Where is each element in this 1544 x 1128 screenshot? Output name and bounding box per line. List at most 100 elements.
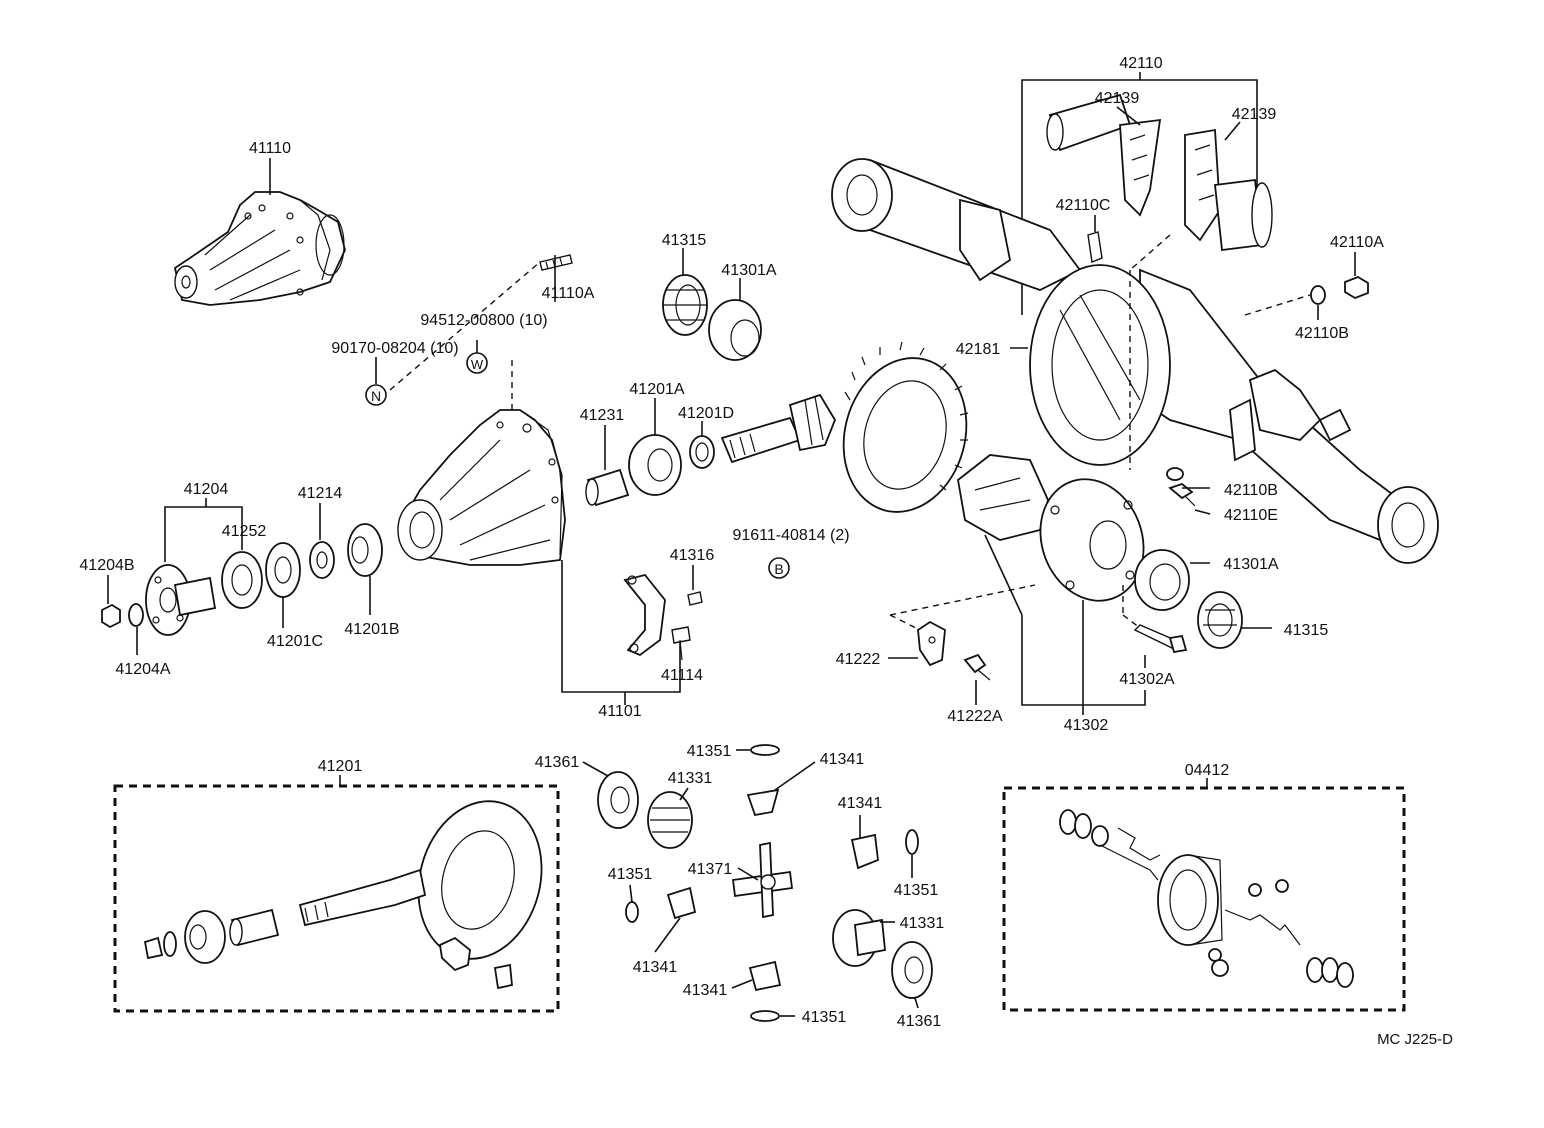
label-42110: 42110 bbox=[1119, 55, 1162, 72]
pinion-washer-drawing-41351-a bbox=[750, 744, 780, 756]
label-41331-left: 41331 bbox=[668, 770, 713, 787]
part-labels: 41110 41110A 94512-00800 (10) 90170-0820… bbox=[79, 55, 1453, 1048]
label-41110: 41110 bbox=[249, 140, 291, 157]
label-41341-b: 41341 bbox=[838, 795, 883, 812]
label-91611: 91611-40814 (2) bbox=[732, 527, 849, 544]
label-41361-left: 41361 bbox=[535, 754, 580, 771]
pinion-washer-drawing-41351-c bbox=[625, 901, 639, 923]
label-41331-right: 41331 bbox=[900, 915, 945, 932]
differential-housing-drawing bbox=[397, 409, 566, 566]
label-42110C: 42110C bbox=[1056, 197, 1111, 214]
lock-plate-drawing-41222 bbox=[917, 620, 946, 667]
label-41204: 41204 bbox=[184, 481, 229, 498]
label-42139-right: 42139 bbox=[1232, 106, 1277, 123]
label-41351-c: 41351 bbox=[894, 882, 939, 899]
label-41201A: 41201A bbox=[629, 381, 684, 398]
bolt-drawing-41302A bbox=[1133, 624, 1188, 654]
bearing-drawing-41201C bbox=[265, 542, 301, 598]
nut-drawing-41204B bbox=[101, 603, 121, 629]
label-41201B: 41201B bbox=[344, 621, 399, 638]
label-41315-mid: 41315 bbox=[1284, 622, 1329, 639]
label-42110B-mid: 42110B bbox=[1224, 482, 1278, 499]
bearing-cup-drawing-top bbox=[708, 299, 762, 361]
pinion-gear-drawing-41341-a bbox=[746, 788, 780, 817]
label-42110A: 42110A bbox=[1330, 234, 1384, 251]
label-41101: 41101 bbox=[598, 703, 641, 720]
bracket-drawing-42139-right bbox=[1184, 128, 1273, 252]
label-41231: 41231 bbox=[580, 407, 625, 424]
label-41110A: 41110A bbox=[542, 285, 595, 302]
pinion-gear-drawing-41341-c bbox=[666, 886, 697, 920]
label-41302: 41302 bbox=[1064, 717, 1109, 734]
svg-text:N: N bbox=[371, 388, 381, 404]
adjusting-lock-drawing bbox=[687, 591, 703, 606]
washer-drawing-42110B-mid bbox=[1166, 467, 1184, 481]
drive-pinion-drawing bbox=[720, 393, 837, 464]
bracket-drawing-42139-left bbox=[1046, 93, 1162, 217]
label-42139-left: 42139 bbox=[1095, 90, 1140, 107]
bolt-drawing-41222A bbox=[963, 653, 991, 681]
label-41341-a: 41341 bbox=[820, 751, 865, 768]
label-41351-d: 41351 bbox=[802, 1009, 847, 1026]
bolt-drawing-41114 bbox=[671, 626, 691, 661]
washer-drawing-42110B-top bbox=[1310, 285, 1326, 305]
label-41341-c: 41341 bbox=[633, 959, 678, 976]
breather-drawing-42110C bbox=[1087, 231, 1103, 263]
gasket-kit-drawing bbox=[1059, 809, 1354, 988]
washer-drawing-41214 bbox=[309, 541, 335, 579]
pinion-gear-drawing-41341-d bbox=[748, 960, 782, 992]
thrust-washer-drawing-41361-left bbox=[597, 771, 639, 829]
label-41351-a: 41351 bbox=[687, 743, 732, 760]
stud-bolt-drawing bbox=[539, 254, 573, 271]
spider-shaft-drawing bbox=[731, 841, 794, 919]
label-41204A: 41204A bbox=[115, 661, 170, 678]
thrust-washer-drawing-41361-right bbox=[891, 941, 933, 999]
label-41114: 41114 bbox=[661, 667, 703, 684]
adjusting-nut-drawing-41315-mid bbox=[1197, 591, 1243, 649]
label-41316: 41316 bbox=[670, 547, 715, 564]
label-90170: 90170-08204 (10) bbox=[331, 340, 458, 357]
label-41201C: 41201C bbox=[267, 633, 323, 650]
label-41302A: 41302A bbox=[1119, 671, 1174, 688]
side-gear-drawing-41331-left bbox=[647, 791, 693, 849]
label-41301A-mid: 41301A bbox=[1223, 556, 1278, 573]
bearing-cap-drawing bbox=[623, 573, 666, 657]
label-04412: 04412 bbox=[1185, 762, 1230, 779]
oil-seal-drawing-41252 bbox=[221, 551, 263, 609]
label-41201: 41201 bbox=[318, 758, 363, 775]
label-41222: 41222 bbox=[836, 651, 881, 668]
label-94512: 94512-00800 (10) bbox=[420, 312, 547, 329]
label-41252: 41252 bbox=[222, 523, 267, 540]
label-41361-right: 41361 bbox=[897, 1013, 942, 1030]
label-41222A: 41222A bbox=[947, 708, 1002, 725]
ring-gear-drawing bbox=[842, 341, 969, 513]
circle-symbol-b: B bbox=[768, 557, 790, 579]
label-41301A-top: 41301A bbox=[721, 262, 776, 279]
bearing-race-drawing-top bbox=[662, 274, 708, 336]
label-41204B: 41204B bbox=[79, 557, 134, 574]
differential-case-drawing bbox=[957, 454, 1049, 541]
bolt-drawing-42110E bbox=[1168, 482, 1196, 507]
label-41315-top: 41315 bbox=[662, 232, 707, 249]
axle-housing-drawing bbox=[831, 158, 1439, 564]
pinion-bearing-drawing bbox=[628, 434, 682, 496]
washer-drawing-41201D bbox=[689, 435, 715, 469]
svg-text:B: B bbox=[774, 561, 783, 577]
pinion-gear-drawing-41341-b bbox=[850, 833, 879, 870]
label-41371: 41371 bbox=[688, 861, 733, 878]
label-41201D: 41201D bbox=[678, 405, 734, 422]
differential-case-half-drawing bbox=[1039, 478, 1145, 602]
svg-text:W: W bbox=[471, 357, 484, 372]
spacer-drawing bbox=[585, 468, 630, 507]
label-42110B-top: 42110B bbox=[1295, 325, 1349, 342]
bearing-drawing-41201B bbox=[347, 523, 383, 577]
pinion-washer-drawing-41351-d bbox=[750, 1010, 780, 1022]
companion-flange-drawing bbox=[145, 564, 217, 636]
label-41341-d: 41341 bbox=[683, 982, 728, 999]
label-42181: 42181 bbox=[956, 341, 1001, 358]
diagram-code: MC J225-D bbox=[1377, 1031, 1453, 1048]
side-gear-drawing-41331-right bbox=[832, 909, 886, 967]
pinion-gear-set-drawing bbox=[143, 800, 543, 990]
pinion-washer-drawing-41351-b bbox=[905, 829, 919, 855]
